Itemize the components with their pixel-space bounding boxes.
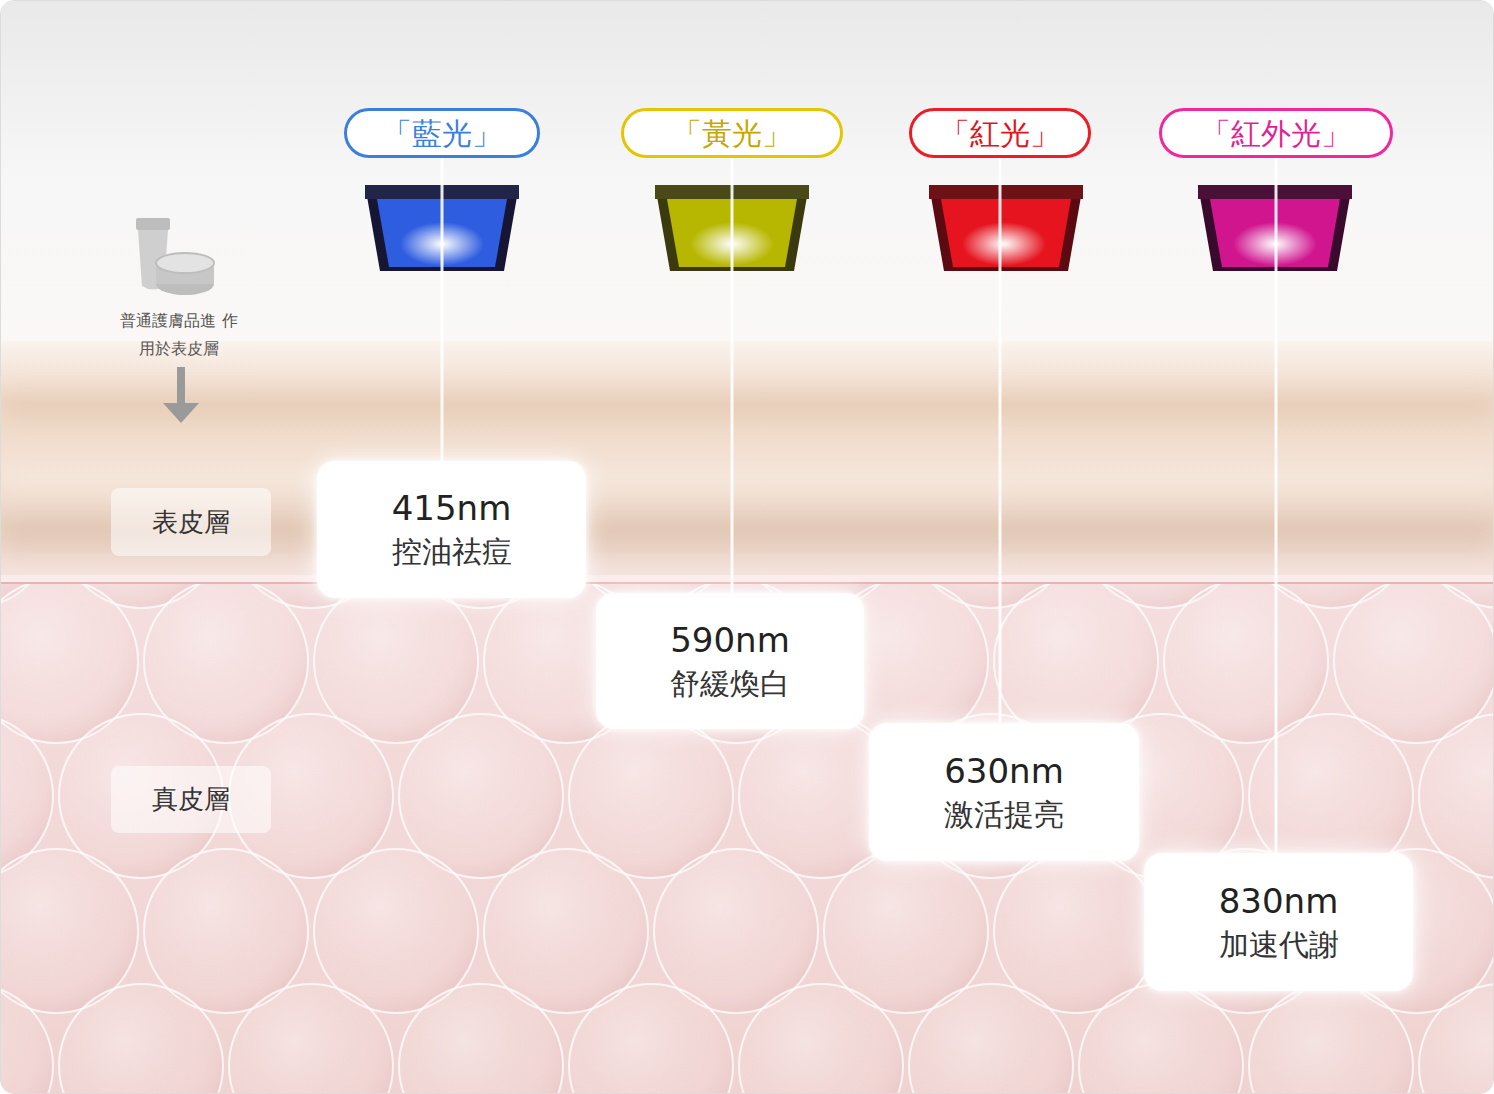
layer-tag: 真皮層 [111,766,271,833]
light-pill: 「紅外光」 [1159,108,1393,158]
box-heading: 「紅外光」 [1201,117,1351,150]
box-heading: 表皮層 [152,505,230,540]
note-label: 普通護膚品進 作用於表皮層 [114,307,244,363]
beam-glow [1269,158,1283,853]
light-pill: 「紅光」 [909,108,1091,158]
lamp-red [929,185,1083,271]
light-beam [1000,158,1001,723]
wavelength-box: 415nm控油祛痘 [317,461,586,598]
lamp-blue [365,185,519,271]
beam-core [1275,158,1278,853]
box-heading: 630nm [944,749,1064,795]
box-heading: 590nm [670,618,790,664]
wavelength-box: 630nm激活提亮 [869,723,1139,861]
light-pill: 「黃光」 [621,108,843,158]
beam-glow [435,158,449,461]
box-body: 激活提亮 [944,795,1064,836]
lamp-yellow [655,185,809,271]
box-heading: 830nm [1219,879,1339,925]
light-beam [732,158,733,593]
light-beam [442,158,443,461]
beam-glow [725,158,739,593]
box-body: 控油祛痘 [392,532,512,573]
lamp-pink [1198,185,1352,271]
light-beam [1276,158,1277,853]
light-pill: 「藍光」 [344,108,540,158]
box-heading: 415nm [392,486,512,532]
box-heading: 「藍光」 [382,117,502,150]
wavelength-box: 590nm舒緩煥白 [596,593,864,729]
box-heading: 真皮層 [152,782,230,817]
beam-glow [993,158,1007,723]
box-body: 加速代謝 [1219,925,1339,966]
wavelength-box: 830nm加速代謝 [1144,853,1413,991]
box-heading: 「黃光」 [672,117,792,150]
beam-core [999,158,1002,723]
box-body: 舒緩煥白 [670,664,790,705]
beam-core [731,158,734,593]
box-heading: 「紅光」 [940,117,1060,150]
beam-core [441,158,444,461]
layer-tag: 表皮層 [111,488,271,556]
